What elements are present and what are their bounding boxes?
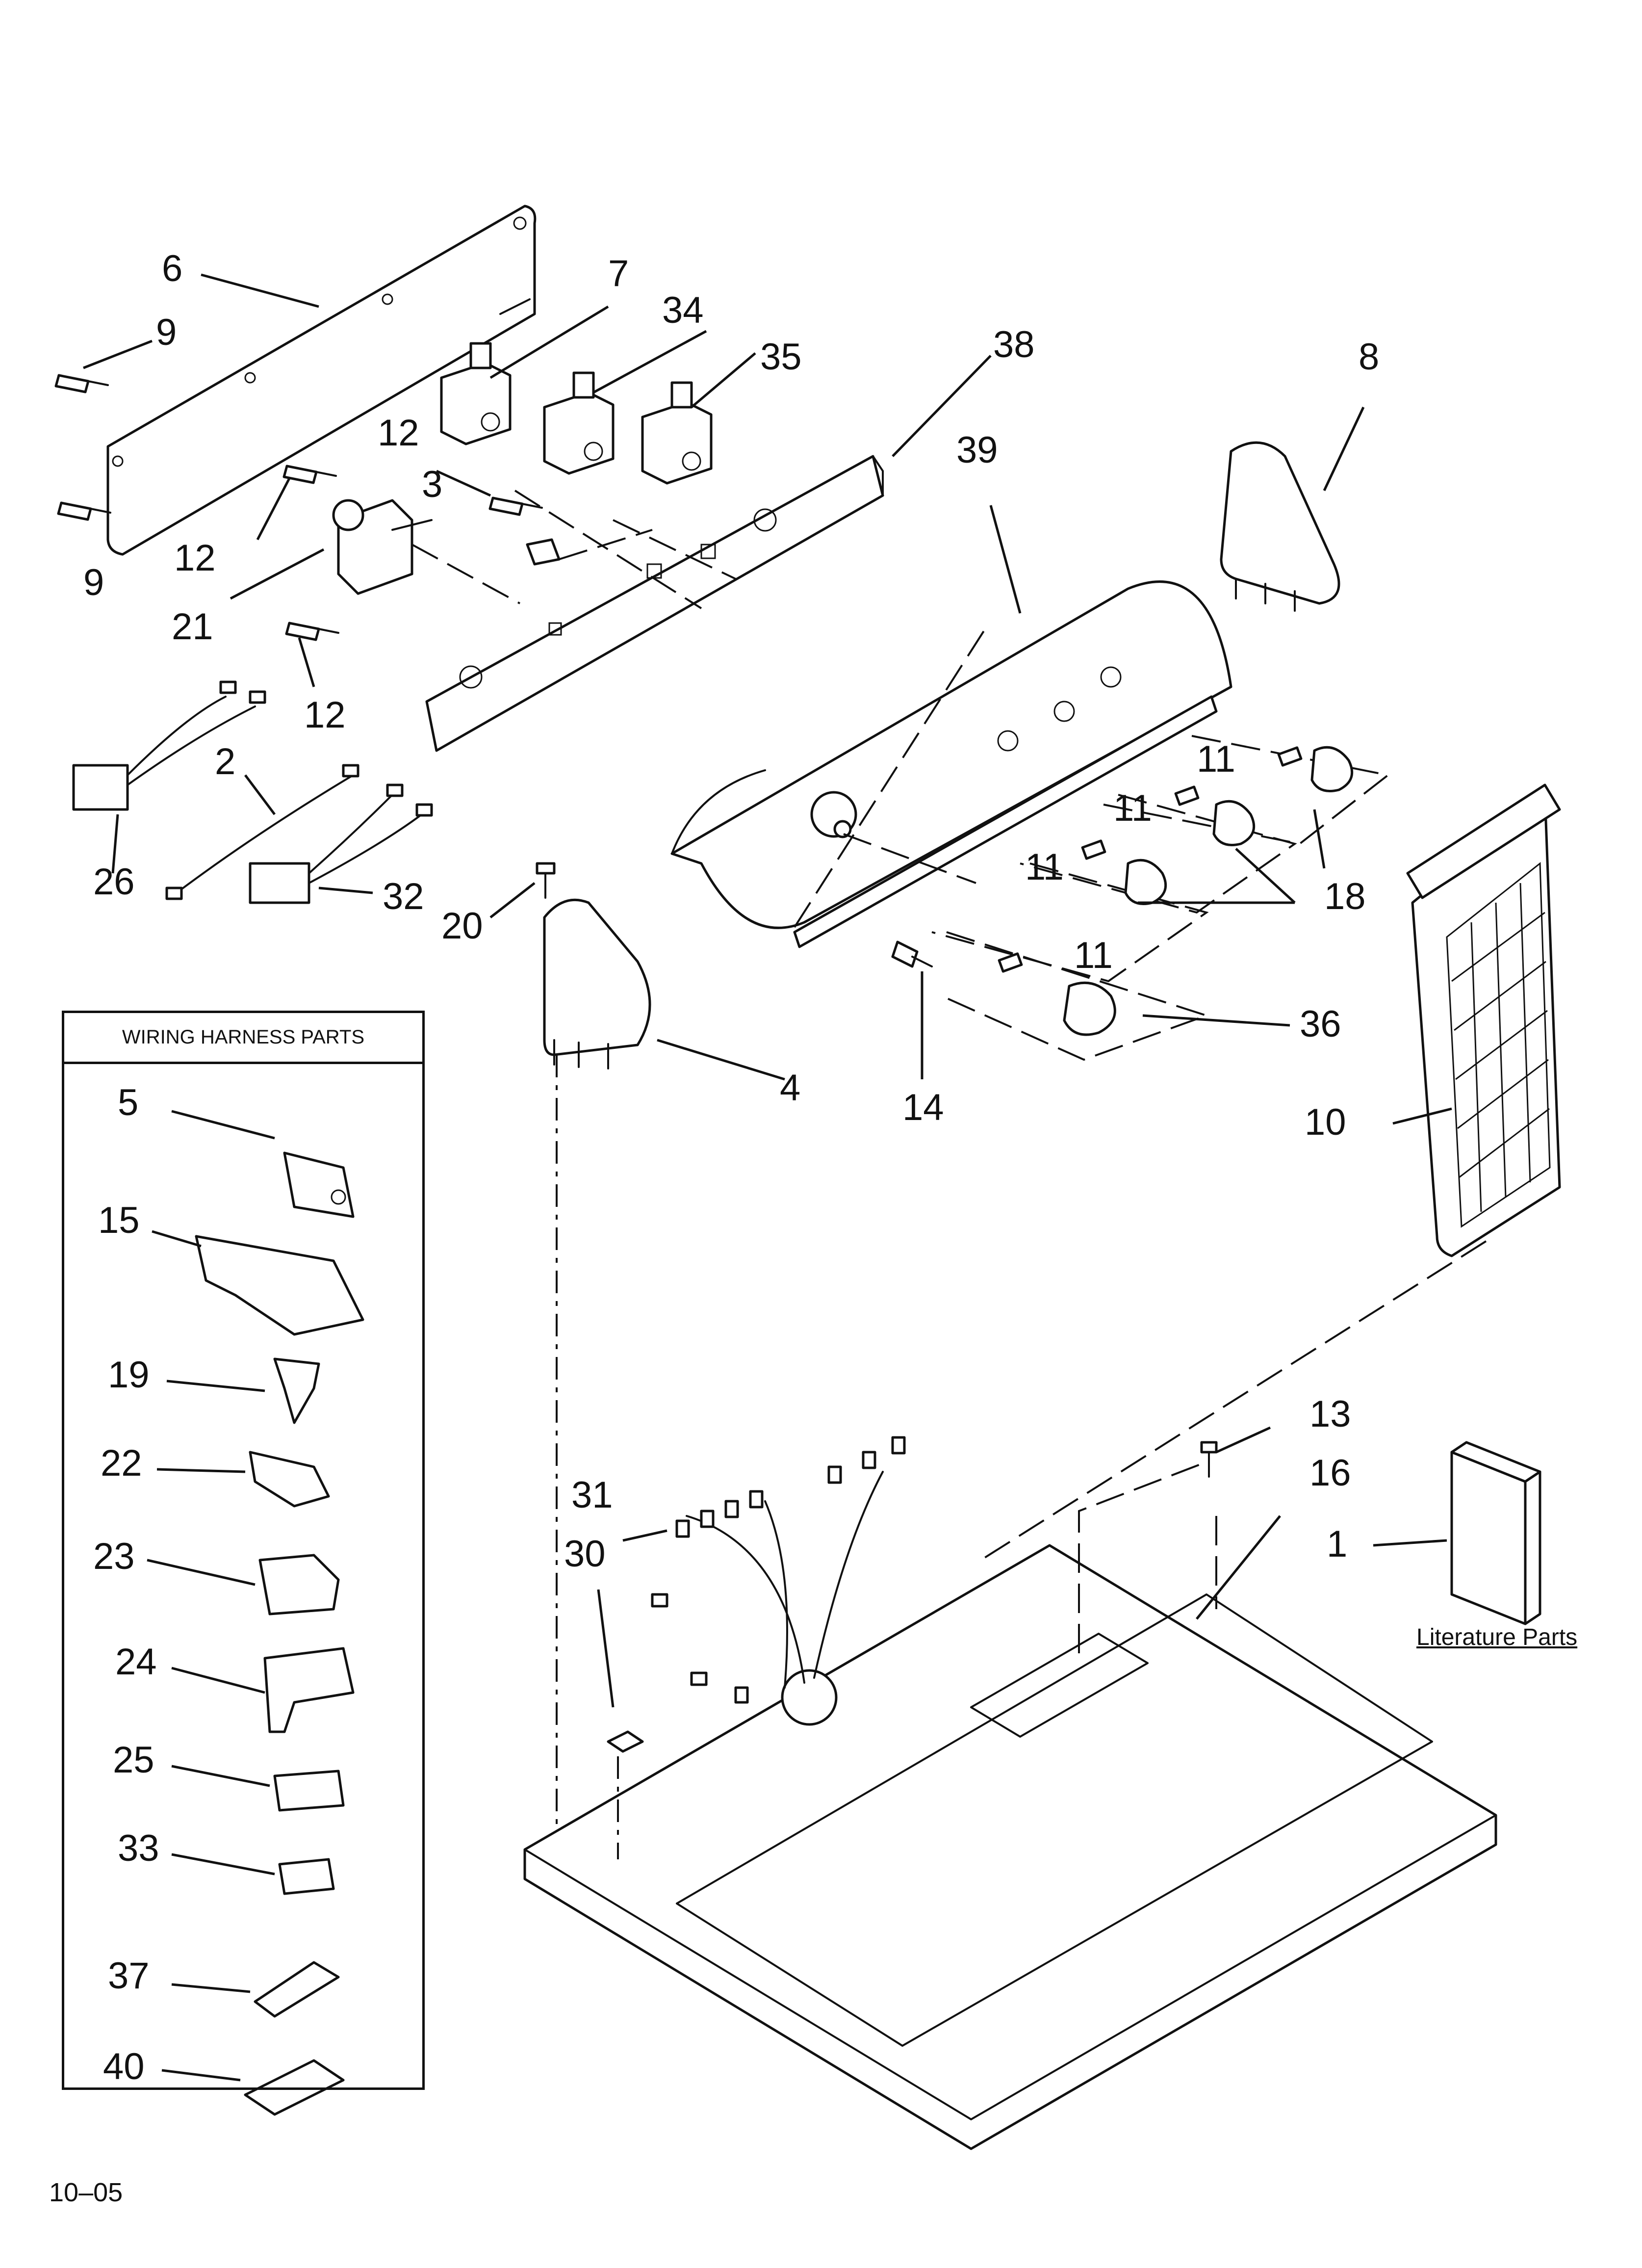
callout-40: 40 xyxy=(103,2046,145,2087)
callout-23: 23 xyxy=(93,1536,135,1577)
console-back-panel xyxy=(106,205,537,556)
callout-16: 16 xyxy=(1309,1452,1351,1494)
callout-4: 4 xyxy=(780,1067,801,1109)
callout-2: 2 xyxy=(215,741,236,782)
callout-33: 33 xyxy=(118,1827,159,1869)
screw-20 xyxy=(536,862,556,899)
callout-11-c: 11 xyxy=(1025,846,1064,888)
callout-25: 25 xyxy=(113,1739,154,1781)
callout-24: 24 xyxy=(115,1641,157,1683)
callout-19: 19 xyxy=(108,1354,150,1396)
part-3 xyxy=(526,529,653,566)
harness-26 xyxy=(72,680,266,811)
callout-26: 26 xyxy=(93,861,135,903)
console xyxy=(670,580,1232,948)
timer-21 xyxy=(332,499,520,604)
callout-6: 6 xyxy=(162,248,183,289)
callout-37: 37 xyxy=(108,1955,150,1997)
callout-12-a: 12 xyxy=(378,412,419,454)
legend-parts xyxy=(195,1151,364,2116)
switch-7 xyxy=(440,342,512,445)
callout-10: 10 xyxy=(1305,1101,1346,1143)
callout-9-top: 9 xyxy=(156,312,177,353)
callout-9-bottom: 9 xyxy=(83,562,104,603)
callout-34: 34 xyxy=(662,289,704,331)
screw-9-bottom xyxy=(57,501,111,521)
endcap-4 xyxy=(543,898,651,1879)
switch-35 xyxy=(641,381,713,485)
harness-2-32 xyxy=(165,764,433,904)
callout-5: 5 xyxy=(118,1082,139,1123)
endcap-8 xyxy=(1220,441,1340,612)
callout-11-b: 11 xyxy=(1113,787,1152,829)
harness-31 xyxy=(651,1436,906,1704)
screw-14 xyxy=(891,940,933,968)
callout-38: 38 xyxy=(993,324,1035,365)
top-panel-16 xyxy=(523,1461,1497,2150)
switch-34 xyxy=(543,371,615,475)
literature-book-1 xyxy=(1450,1441,1541,1625)
callout-32: 32 xyxy=(383,876,424,917)
callout-12-c: 12 xyxy=(304,694,346,736)
callout-31: 31 xyxy=(571,1474,613,1516)
leader-arrows xyxy=(83,273,1452,1708)
callout-1: 1 xyxy=(1327,1523,1348,1565)
screw-12-b xyxy=(488,496,543,516)
legend-title: WIRING HARNESS PARTS xyxy=(64,1013,422,1064)
callout-12-b: 12 xyxy=(174,537,216,579)
callout-22: 22 xyxy=(101,1442,142,1484)
callout-15: 15 xyxy=(98,1199,140,1241)
part-30 xyxy=(607,1730,644,1859)
callout-20: 20 xyxy=(441,905,483,947)
callout-39: 39 xyxy=(956,429,998,471)
lint-screen-10 xyxy=(980,783,1561,1561)
screw-9-top xyxy=(54,374,109,393)
literature-parts-link[interactable]: Literature Parts xyxy=(1416,1624,1578,1650)
callout-13: 13 xyxy=(1309,1393,1351,1435)
knob-group xyxy=(931,735,1390,1061)
callout-3: 3 xyxy=(422,464,443,505)
screw-12-a xyxy=(282,465,337,484)
callout-35: 35 xyxy=(760,336,802,378)
callout-11-d: 11 xyxy=(1074,935,1113,976)
callout-7: 7 xyxy=(608,253,629,294)
screw-12-c xyxy=(285,622,339,641)
screw-13 xyxy=(1200,1441,1218,1478)
control-bracket xyxy=(425,455,884,752)
callout-30: 30 xyxy=(564,1533,606,1575)
callout-18: 18 xyxy=(1324,876,1366,917)
footer-code: 10–05 xyxy=(49,2178,123,2207)
callout-11-a: 11 xyxy=(1197,738,1235,780)
callout-8: 8 xyxy=(1359,336,1380,378)
callout-14: 14 xyxy=(902,1087,944,1128)
callout-36: 36 xyxy=(1300,1003,1341,1045)
callout-21: 21 xyxy=(172,606,213,648)
wiring-harness-legend: WIRING HARNESS PARTS xyxy=(62,1011,425,2090)
